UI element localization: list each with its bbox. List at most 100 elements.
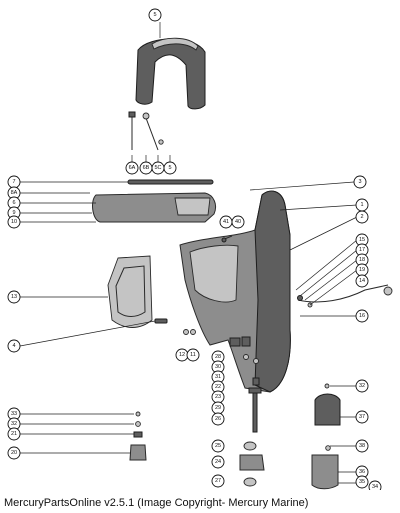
main-housing-part <box>179 190 291 393</box>
callout-33: 33 <box>7 407 21 421</box>
svg-text:1: 1 <box>360 202 363 208</box>
exploded-parts-diagram: 5 6A 6B 5C 5 7 8A 6 9 10 3 1 2 41 40 15 … <box>7 8 393 490</box>
screws-40-41-part <box>221 235 233 243</box>
svg-text:21: 21 <box>11 431 17 437</box>
callout-13: 13 <box>7 290 21 304</box>
callout-24: 24 <box>211 455 225 469</box>
long-bolt-part <box>248 387 262 433</box>
svg-text:8A: 8A <box>11 190 18 196</box>
svg-text:40: 40 <box>235 219 241 225</box>
callout-30: 30 <box>211 360 225 374</box>
bottom-fittings-part <box>239 441 265 487</box>
linkage-cable-part <box>297 284 393 308</box>
svg-text:10: 10 <box>11 219 17 225</box>
svg-text:35: 35 <box>359 479 365 485</box>
svg-text:6: 6 <box>12 200 15 206</box>
callout-41: 41 <box>219 215 233 229</box>
callout-23: 23 <box>211 390 225 404</box>
washers-11-12-part <box>183 329 196 335</box>
callout-1-right: 1 <box>355 198 369 212</box>
svg-text:30: 30 <box>215 364 221 370</box>
callout-19: 19 <box>355 263 369 277</box>
callout-3-right: 3 <box>353 175 367 189</box>
callout-25: 25 <box>211 439 225 453</box>
svg-text:34: 34 <box>372 484 378 490</box>
svg-text:12: 12 <box>179 352 185 358</box>
callout-12: 12 <box>175 348 189 362</box>
svg-text:22: 22 <box>215 384 221 390</box>
top-cowl-cover-part <box>135 37 206 110</box>
callout-17: 17 <box>355 243 369 257</box>
callout-34: 34 <box>368 480 382 490</box>
svg-text:28: 28 <box>215 354 221 360</box>
svg-text:11: 11 <box>190 352 196 358</box>
svg-text:15: 15 <box>359 237 365 243</box>
callout-7: 7 <box>7 175 21 189</box>
callout-40: 40 <box>231 215 245 229</box>
svg-text:17: 17 <box>359 247 365 253</box>
callout-27: 27 <box>211 474 225 488</box>
svg-text:13: 13 <box>11 294 17 300</box>
svg-text:32: 32 <box>359 383 365 389</box>
tiller-arm-part <box>92 192 217 223</box>
callout-26: 26 <box>211 412 225 426</box>
long-rod-part <box>127 179 214 185</box>
right-bottom-bracket-part <box>311 383 339 490</box>
svg-text:25: 25 <box>215 443 221 449</box>
callout-5-mid: 5 <box>163 161 177 175</box>
callout-5-top: 5 <box>148 8 162 22</box>
svg-text:16: 16 <box>359 313 365 319</box>
svg-text:23: 23 <box>215 394 221 400</box>
callout-21: 21 <box>7 427 21 441</box>
svg-text:29: 29 <box>215 405 221 411</box>
callout-32-right: 32 <box>355 379 369 393</box>
callout-4: 4 <box>7 339 21 353</box>
image-caption: MercuryPartsOnline v2.5.1 (Image Copyrig… <box>4 497 309 509</box>
left-stack-parts <box>129 411 147 461</box>
svg-text:3: 3 <box>358 179 361 185</box>
callout-29: 29 <box>211 401 225 415</box>
right-cap-part <box>314 393 341 426</box>
svg-text:4: 4 <box>12 343 15 349</box>
svg-text:18: 18 <box>359 257 365 263</box>
callout-6a-top: 6A <box>125 161 139 175</box>
callout-10: 10 <box>7 215 21 229</box>
svg-text:26: 26 <box>215 416 221 422</box>
svg-text:5: 5 <box>168 165 171 171</box>
svg-text:20: 20 <box>11 450 17 456</box>
svg-text:33: 33 <box>11 411 17 417</box>
svg-text:5C: 5C <box>154 165 161 171</box>
svg-text:41: 41 <box>223 219 229 225</box>
callout-6b: 6B <box>139 161 153 175</box>
callout-38: 38 <box>355 439 369 453</box>
svg-text:38: 38 <box>359 443 365 449</box>
svg-text:6A: 6A <box>129 165 136 171</box>
callout-9: 9 <box>7 206 21 220</box>
gasket-plate-part <box>107 255 153 328</box>
callout-37: 37 <box>355 410 369 424</box>
svg-text:19: 19 <box>359 267 365 273</box>
callout-14: 14 <box>355 274 369 288</box>
pin-part <box>154 318 168 324</box>
svg-text:24: 24 <box>215 459 221 465</box>
cover-fasteners-part <box>128 111 164 151</box>
svg-text:37: 37 <box>359 414 365 420</box>
callout-11: 11 <box>186 348 200 362</box>
svg-text:27: 27 <box>215 478 221 484</box>
svg-text:36: 36 <box>359 469 365 475</box>
callout-20: 20 <box>7 446 21 460</box>
svg-text:6B: 6B <box>143 165 150 171</box>
callout-5c: 5C <box>151 161 165 175</box>
svg-text:5: 5 <box>153 12 156 18</box>
svg-text:14: 14 <box>359 278 365 284</box>
callout-35: 35 <box>355 475 369 489</box>
svg-text:31: 31 <box>215 374 221 380</box>
svg-text:2: 2 <box>360 214 363 220</box>
callout-6: 6 <box>7 196 21 210</box>
svg-text:32: 32 <box>11 421 17 427</box>
svg-text:9: 9 <box>12 210 15 216</box>
callout-2-right: 2 <box>355 210 369 224</box>
callout-16: 16 <box>355 309 369 323</box>
small-hardware-cluster-part <box>229 336 260 386</box>
svg-text:7: 7 <box>12 179 15 185</box>
